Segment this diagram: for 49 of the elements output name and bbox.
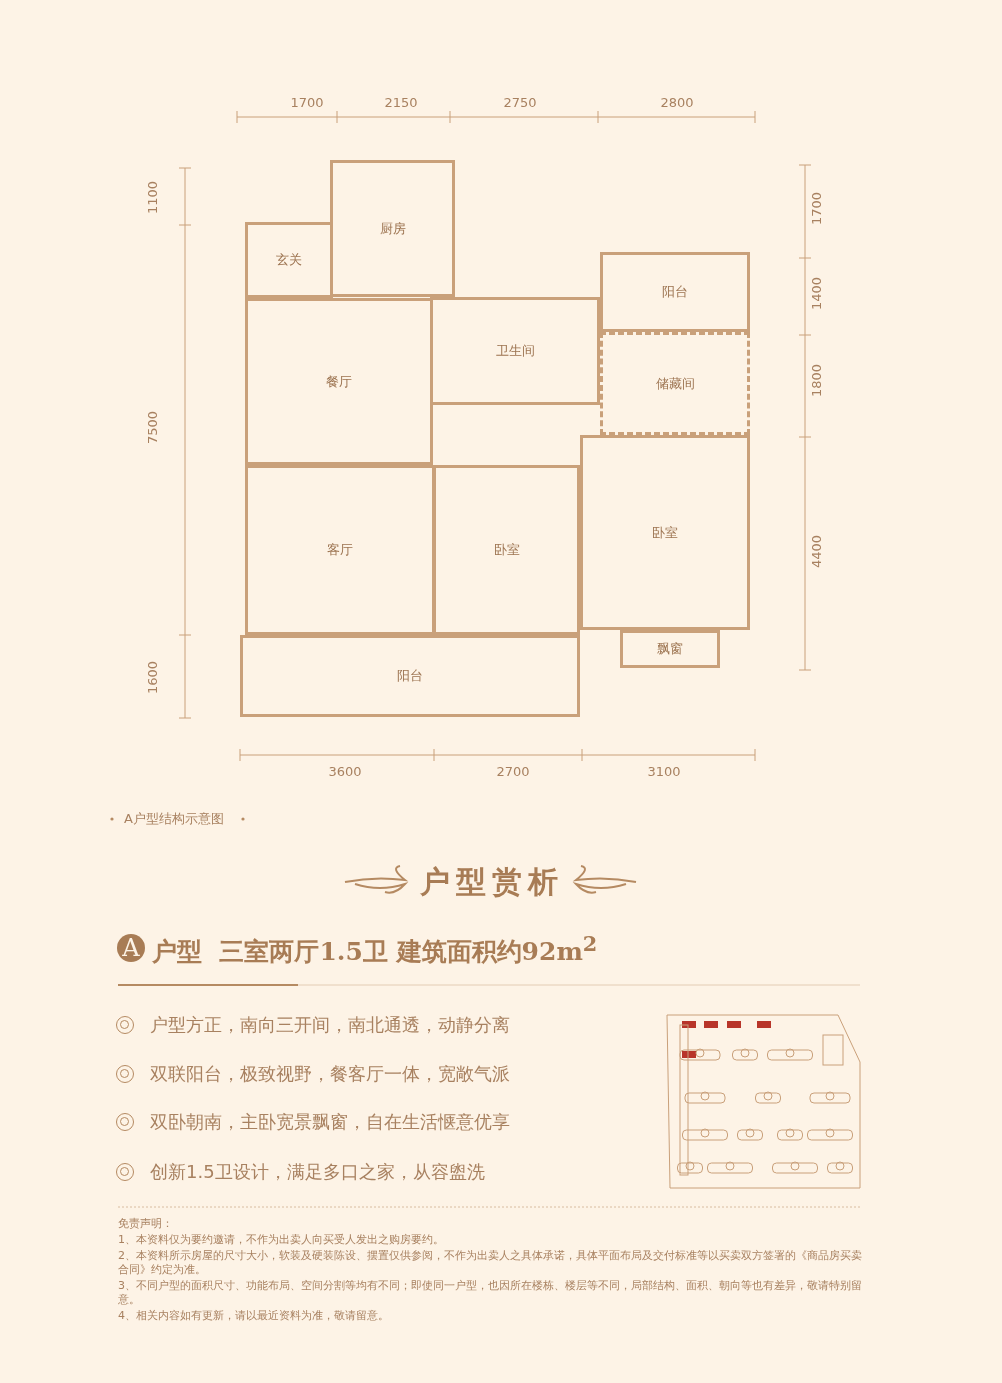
dimension-label: 1600 (144, 660, 160, 694)
room-outline (430, 297, 600, 405)
room-outline (240, 635, 580, 717)
room-label: 储藏间 (655, 374, 695, 393)
disclaimer-text: 4、相关内容如有更新，请以最近资料为准，敬请留意。 (118, 1309, 390, 1323)
room-outline (245, 298, 433, 465)
dimension-label: 2800 (660, 94, 694, 110)
room-outline (245, 465, 435, 635)
room-label: 客厅 (327, 541, 353, 559)
unit-spec-heading: 户型 三室两厅1.5卫 建筑面积约92m$^{2}$ (152, 931, 598, 969)
section-title: 户型赏析 (420, 863, 564, 901)
room-outline (433, 465, 580, 635)
room-label: 玄关 (276, 251, 302, 269)
dimension-label: 1800 (808, 363, 824, 397)
dimension-label: 1400 (808, 276, 824, 310)
room-outline (580, 435, 750, 630)
disclaimer-text: 1、本资料仅为要约邀请，不作为出卖人向买受人发出之购房要约。 (118, 1233, 445, 1247)
dimension-label: 4400 (808, 534, 824, 568)
dimension-label: 2750 (503, 94, 537, 110)
dimension-label: 1700 (290, 94, 324, 110)
room-label: 阳台 (662, 283, 688, 301)
type-badge: A (117, 934, 145, 962)
dimension-label: 3100 (647, 763, 681, 779)
dimension-label: 1700 (808, 191, 824, 225)
dimension-label: 1100 (144, 180, 160, 214)
dimension-label: 7500 (144, 410, 160, 444)
room-label: 厨房 (379, 219, 406, 238)
room-label: 餐厅 (326, 372, 352, 391)
room-label: 阳台 (397, 667, 423, 685)
dimension-label: 2700 (496, 763, 530, 779)
plan-caption: A户型结构示意图 (124, 810, 224, 828)
room-label: 卧室 (493, 541, 520, 559)
room-label: 飘窗 (657, 640, 683, 658)
disclaimer-text: 2、本资料所示房屋的尺寸大小，软装及硬装陈设、摆置仅供参阅，不作为出卖人之具体承诺，具体平面布局及交付标准等以买卖双方签署的《商品房买卖合同》约定为准。 (118, 1249, 863, 1277)
room-label: 卧室 (652, 523, 678, 542)
feature-text: 户型方正，南向三开间，南北通透，动静分离 (150, 1013, 510, 1037)
feature-text: 创新1.5卫设计，满足多口之家，从容盥洗 (150, 1160, 485, 1184)
dimension-label: 2150 (384, 94, 418, 110)
feature-text: 双卧朝南，主卧宽景飘窗，自在生活惬意优享 (150, 1110, 510, 1134)
room-outline (330, 160, 455, 297)
disclaimer-text: 3、不同户型的面积尺寸、功能布局、空间分割等均有不同；即使同一户型，也因所在楼栋、楼层等不同，局部结构、面积、朝向等也有差异，敬请特别留意。 (118, 1279, 863, 1307)
room-label: 卫生间 (495, 342, 535, 360)
disclaimer-heading: 免责声明： (118, 1216, 173, 1231)
room-outline (245, 222, 333, 298)
room-outline (620, 630, 720, 668)
room-outline (600, 332, 750, 435)
room-outline (600, 252, 750, 332)
dimension-label: 3600 (328, 763, 362, 779)
feature-text: 双联阳台，极致视野，餐客厅一体，宽敞气派 (150, 1062, 510, 1086)
